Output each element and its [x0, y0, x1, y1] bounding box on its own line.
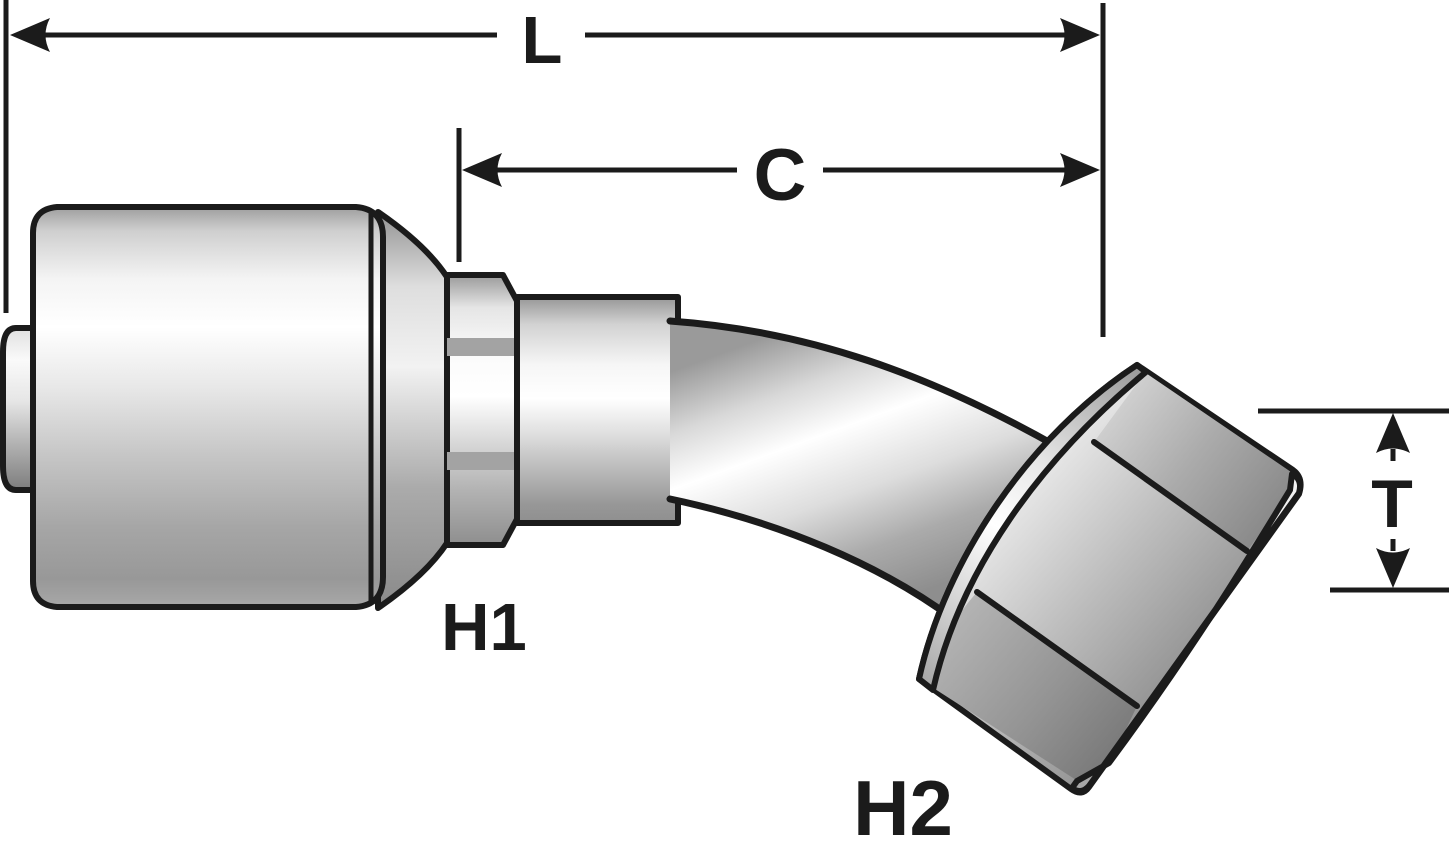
- elbow-outline-inner: [666, 495, 956, 622]
- arrowhead-t-down: [1376, 548, 1410, 588]
- arrowhead-t-up: [1376, 413, 1410, 453]
- label-dimension-t: T: [1371, 466, 1413, 542]
- nut-flat-bottom: [921, 592, 1137, 787]
- crimp-shell: [30, 204, 386, 610]
- hex-flat-edge-upper: [447, 338, 517, 356]
- arrowhead-l-right: [1060, 18, 1100, 52]
- elbow-outline-outer: [666, 317, 1072, 456]
- nut-flat-separator-upper: [1091, 439, 1250, 554]
- shell-cone: [375, 209, 450, 611]
- tube-straight: [514, 294, 681, 526]
- label-hex-1: H1: [441, 590, 527, 665]
- label-dimension-l: L: [522, 3, 563, 78]
- nut-flat-top: [1094, 367, 1291, 551]
- hex-flat-edge-lower: [447, 452, 517, 470]
- arrowhead-c-left: [462, 153, 502, 187]
- nut-flat-separator-lower: [974, 589, 1140, 709]
- label-hex-2: H2: [853, 764, 953, 846]
- hex-collar: [444, 272, 520, 548]
- arrowhead-c-right: [1060, 153, 1100, 187]
- nut-end-face: [1069, 471, 1304, 794]
- label-dimension-c: C: [754, 135, 807, 216]
- arrowhead-l-left: [10, 18, 50, 52]
- sleeve-cap: [916, 362, 1149, 693]
